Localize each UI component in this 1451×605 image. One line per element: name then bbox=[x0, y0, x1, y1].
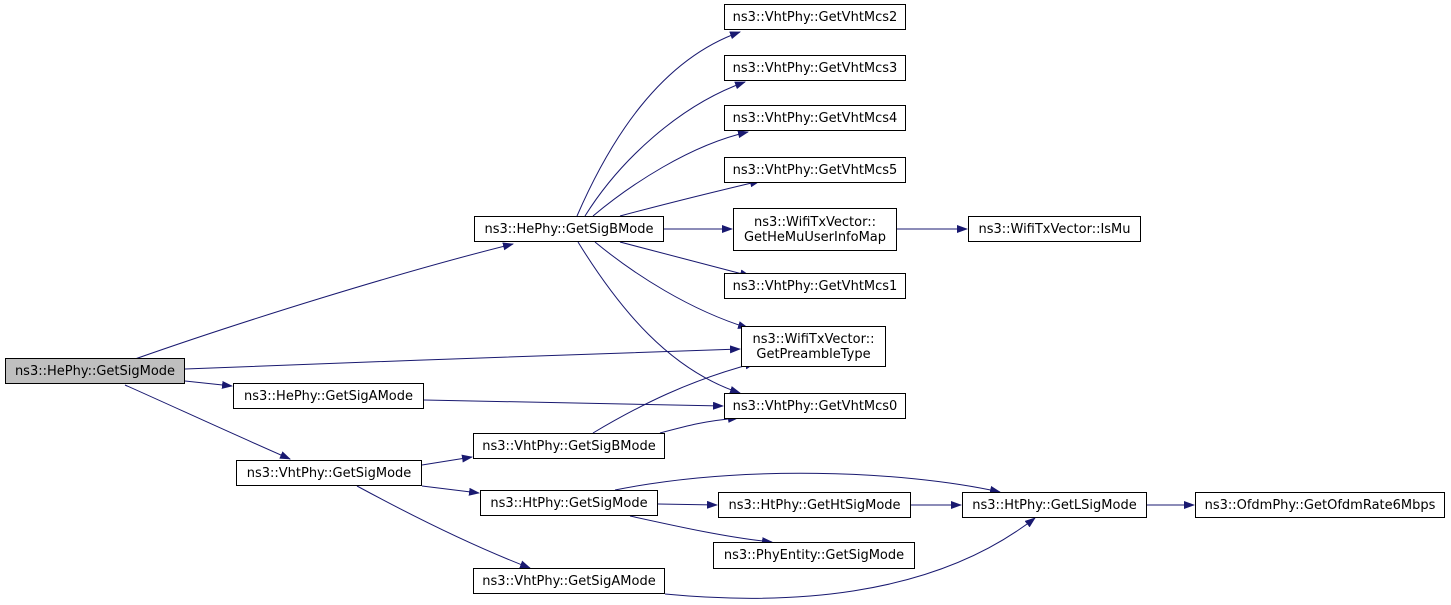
edge-root-to-he-sigbmode bbox=[134, 242, 514, 360]
node-hephy-getsigamode[interactable]: ns3::HePhy::GetSigAMode bbox=[233, 383, 424, 409]
edge-he-sigbmode-to-mcs0 bbox=[577, 241, 741, 394]
edge-root-to-preambletype bbox=[184, 345, 741, 370]
node-vhtphy-getsigbmode[interactable]: ns3::VhtPhy::GetSigBMode bbox=[473, 433, 665, 459]
node-htphy-gethtsigmode[interactable]: ns3::HtPhy::GetHtSigMode bbox=[718, 492, 911, 518]
node-vhtphy-getsigamode[interactable]: ns3::VhtPhy::GetSigAMode bbox=[473, 568, 665, 594]
edge-he-sigbmode-to-mcs3 bbox=[584, 81, 746, 217]
edge-vht-sigamode-to-lsigmode bbox=[664, 517, 1036, 599]
node-htphy-getlsigmode[interactable]: ns3::HtPhy::GetLSigMode bbox=[962, 492, 1147, 518]
node-vhtphy-getvhtmcs2[interactable]: ns3::VhtPhy::GetVhtMcs2 bbox=[724, 4, 906, 30]
edge-he-sigbmode-to-mcs4 bbox=[592, 130, 749, 217]
node-vhtphy-getsigmode[interactable]: ns3::VhtPhy::GetSigMode bbox=[236, 460, 422, 486]
edge-vht-sigmode-to-vht-sigamode bbox=[356, 485, 531, 569]
node-hephy-getsigbmode[interactable]: ns3::HePhy::GetSigBMode bbox=[474, 216, 664, 242]
node-ofdmphy-getofdmrate6mbps[interactable]: ns3::OfdmPhy::GetOfdmRate6Mbps bbox=[1195, 492, 1445, 518]
node-vhtphy-getvhtmcs5[interactable]: ns3::VhtPhy::GetVhtMcs5 bbox=[724, 157, 906, 183]
edge-ht-sigmode-to-phyentity bbox=[629, 515, 773, 546]
node-vhtphy-getvhtmcs1[interactable]: ns3::VhtPhy::GetVhtMcs1 bbox=[724, 273, 906, 299]
node-vhtphy-getvhtmcs3[interactable]: ns3::VhtPhy::GetVhtMcs3 bbox=[724, 55, 906, 81]
edge-he-sigbmode-to-mcs2 bbox=[576, 31, 741, 217]
edge-ht-sigmode-to-htsigmode bbox=[657, 500, 718, 509]
node-wifitxvector-ismu[interactable]: ns3::WifiTxVector::IsMu bbox=[968, 216, 1141, 242]
edge-vht-sigbmode-to-preambletype bbox=[592, 361, 756, 434]
edge-root-to-vht-sigmode bbox=[124, 384, 291, 460]
edge-ht-sigmode-to-lsigmode bbox=[614, 472, 1001, 494]
edge-root-to-he-sigamode bbox=[184, 380, 233, 389]
edge-vht-sigmode-to-vht-sigbmode bbox=[421, 454, 473, 466]
node-phyentity-getsigmode[interactable]: ns3::PhyEntity::GetSigMode bbox=[713, 542, 915, 569]
node-vhtphy-getvhtmcs4[interactable]: ns3::VhtPhy::GetVhtMcs4 bbox=[724, 105, 906, 131]
edge-he-sigbmode-to-mcs5 bbox=[619, 179, 761, 217]
node-wifitxvector-getpreambletype[interactable]: ns3::WifiTxVector::GetPreambleType bbox=[741, 326, 886, 367]
node-hephy-getsigmode: ns3::HePhy::GetSigMode bbox=[5, 358, 185, 384]
node-wifitxvector-getvhemuuserinfomap[interactable]: ns3::WifiTxVector::GetHeMuUserInfoMap bbox=[733, 208, 897, 251]
node-vhtphy-getvhtmcs0[interactable]: ns3::VhtPhy::GetVhtMcs0 bbox=[724, 393, 906, 419]
edge-vht-sigbmode-to-mcs0 bbox=[659, 414, 739, 434]
node-htphy-getsigmode[interactable]: ns3::HtPhy::GetSigMode bbox=[480, 490, 658, 516]
edge-he-sigamode-to-mcs0 bbox=[423, 399, 724, 410]
edge-he-sigbmode-to-preambletype bbox=[594, 241, 749, 329]
edge-he-sigbmode-to-mcs1 bbox=[619, 241, 751, 278]
edge-vht-sigmode-to-ht-sigmode bbox=[421, 485, 480, 496]
